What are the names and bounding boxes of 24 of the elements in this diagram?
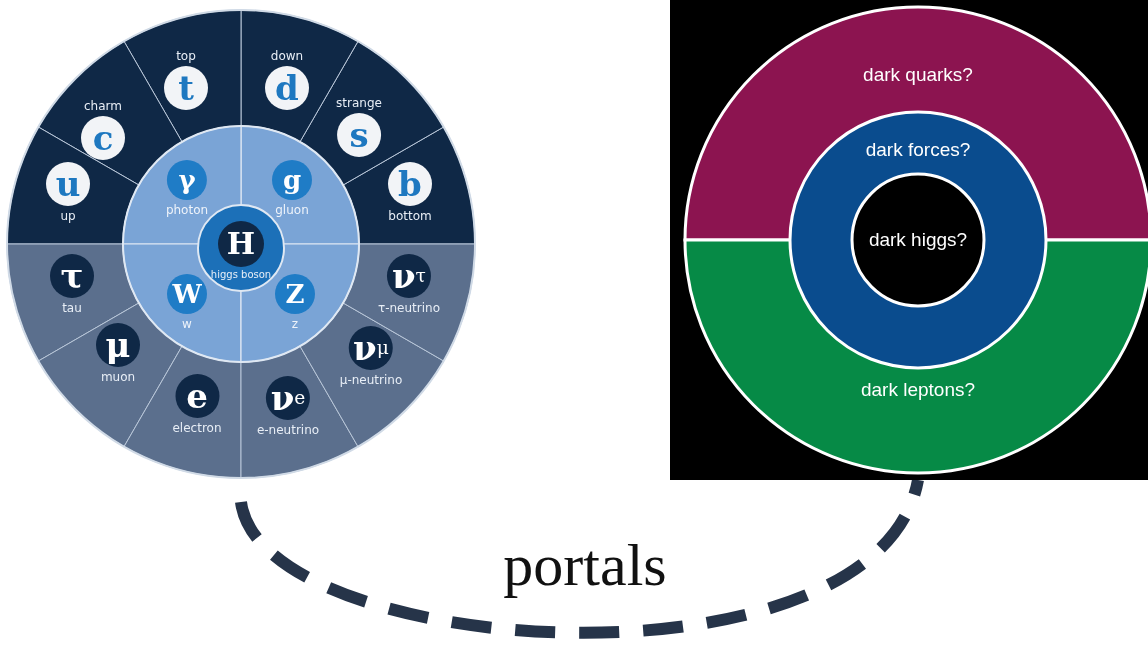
particle-name: charm: [84, 99, 122, 113]
dark-sector-label: dark leptons?: [858, 378, 978, 402]
particle-symbol: H: [218, 220, 264, 267]
particle-name: gluon: [275, 203, 309, 217]
particle-name: w: [182, 317, 192, 331]
particle-name: higgs boson: [210, 267, 272, 282]
particle-name: muon: [100, 370, 136, 384]
particle-name: electron: [172, 421, 222, 435]
particle-name: top: [176, 49, 196, 63]
particle-name: down: [270, 49, 304, 63]
particle-name: τ-neutrino: [377, 301, 441, 315]
particle-name: e-neutrino: [256, 423, 320, 437]
dark-sector-label: dark higgs?: [858, 228, 978, 252]
particle-name: photon: [165, 203, 209, 217]
dark-sector-label: dark quarks?: [858, 63, 978, 87]
particle-name: bottom: [388, 209, 432, 223]
particle-wheel: [5, 8, 477, 480]
particle-name: μ-neutrino: [339, 373, 403, 387]
particle-name: tau: [62, 301, 82, 315]
particle-name: z: [291, 317, 299, 331]
dark-sector-label: dark forces?: [858, 138, 978, 162]
particle-name: strange: [336, 96, 382, 110]
particle-name: up: [60, 209, 76, 223]
dark-sector-panel: [670, 0, 1148, 480]
